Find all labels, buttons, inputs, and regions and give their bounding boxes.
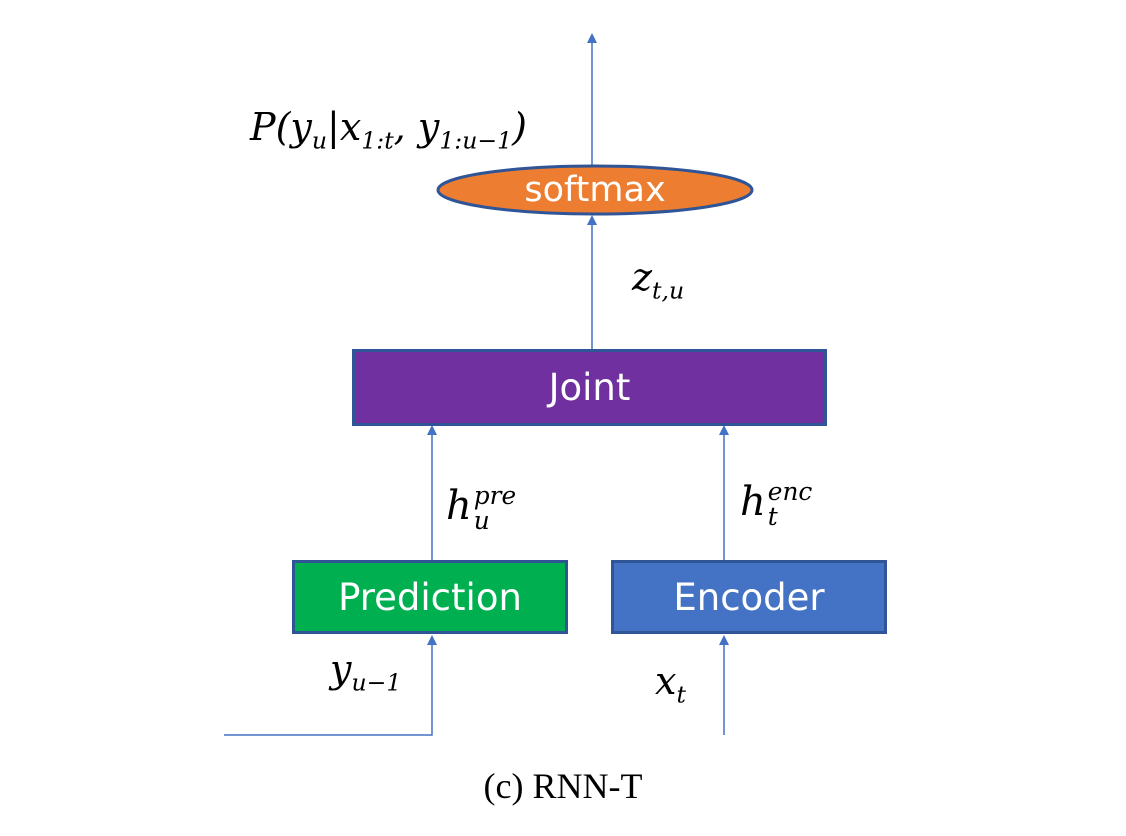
encoder-box: Encoder xyxy=(611,560,887,634)
previous-label-input: yu−1 xyxy=(330,647,402,697)
joint-label: Joint xyxy=(548,366,631,409)
prediction-box: Prediction xyxy=(292,560,568,634)
joint-output-label: zt,u xyxy=(632,255,685,305)
joint-box: Joint xyxy=(352,349,827,426)
figure-caption: (c) RNN-T xyxy=(483,766,643,806)
softmax-label: softmax xyxy=(524,169,666,210)
feedback-input-line xyxy=(224,635,437,736)
output-probability-label: P(yu|x1:t, y1:u−1) xyxy=(250,105,527,155)
softmax-node xyxy=(436,164,754,216)
acoustic-input-label: xt xyxy=(655,659,686,709)
prediction-label: Prediction xyxy=(338,575,522,619)
encoder-label: Encoder xyxy=(673,575,825,619)
